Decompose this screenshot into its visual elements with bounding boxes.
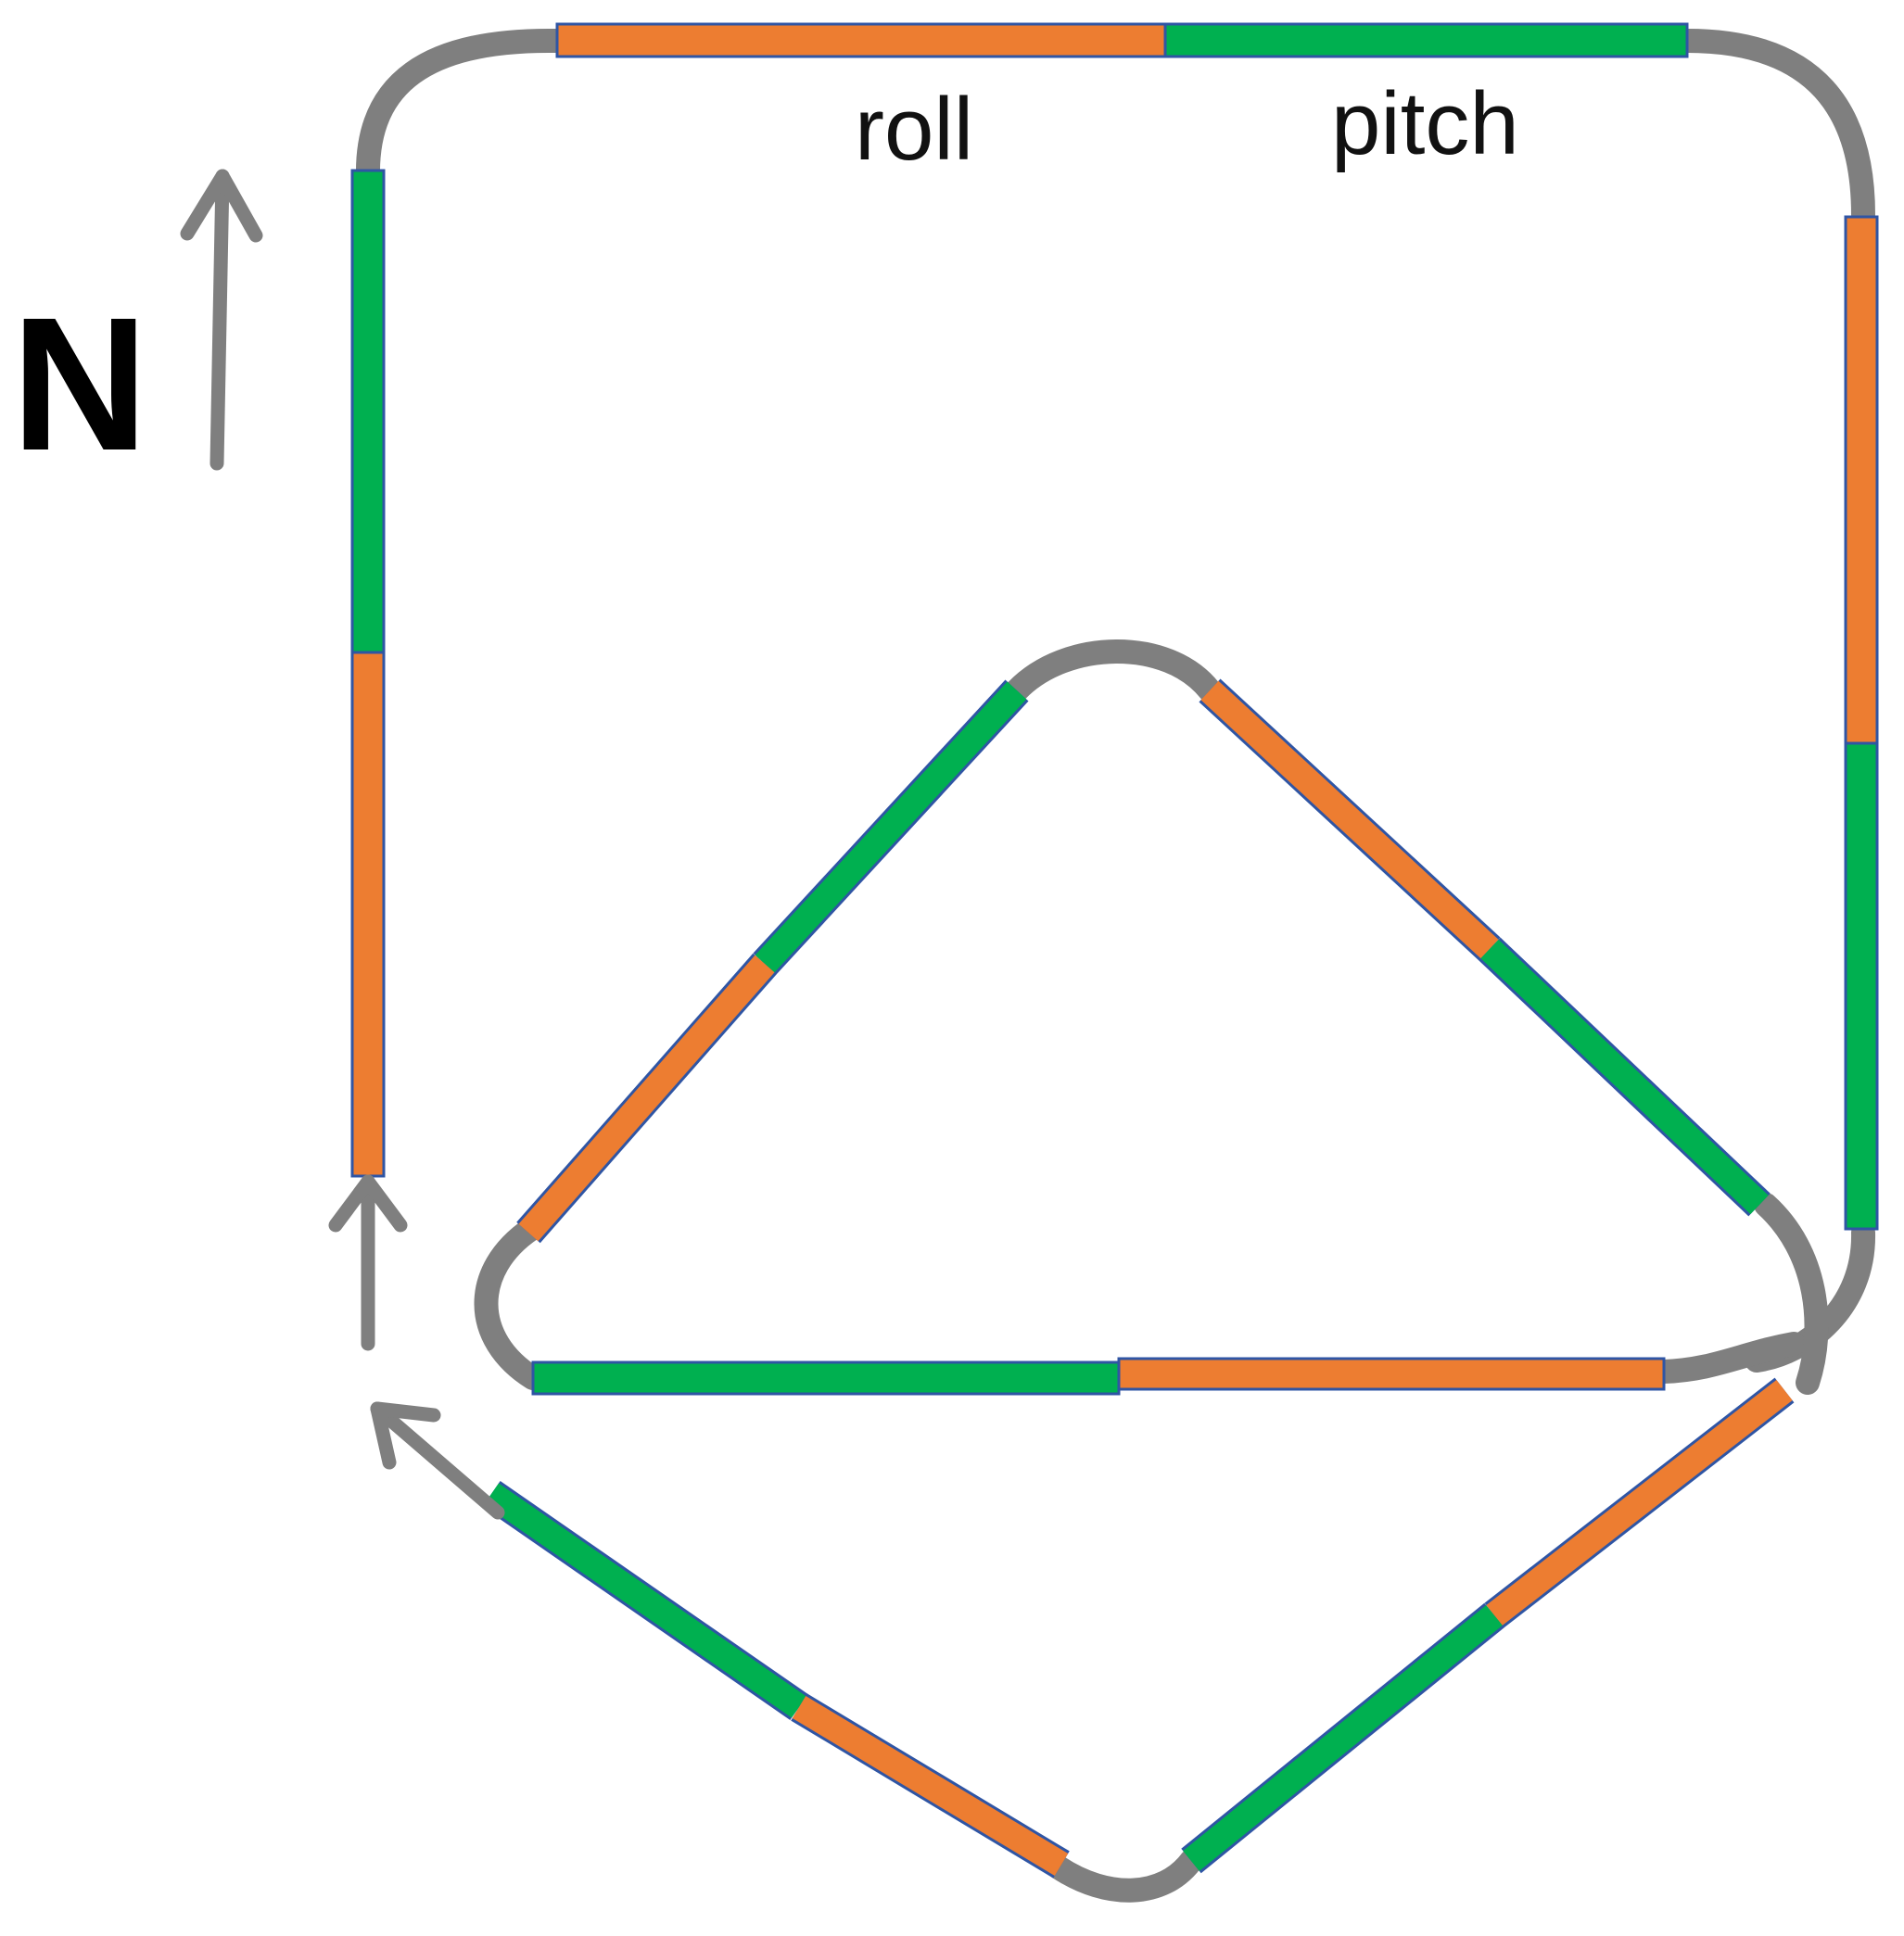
segment-pitch: [531, 1360, 1121, 1396]
direction-arrow-icon: [328, 1174, 408, 1351]
turn-arc-triangle-right: [1754, 1193, 1829, 1395]
segment-pitch-fill: [755, 681, 1027, 973]
segment-roll-fill: [1486, 1379, 1793, 1626]
segment-pitch-fill: [1480, 939, 1769, 1215]
segment-roll: [555, 22, 1167, 58]
pitch-label: pitch: [1331, 74, 1519, 173]
roll-label: roll: [855, 80, 973, 179]
diamond-loop: [482, 1377, 1795, 1879]
turn-arc-triangle-left: [474, 1217, 545, 1390]
segment-pitch-fill: [484, 1483, 806, 1718]
turn-arc-triangle-top: [1005, 639, 1222, 702]
north-label: N: [11, 278, 148, 490]
outer-loop: [350, 22, 1879, 1231]
segment-roll: [1844, 215, 1879, 745]
segment-pitch: [1163, 22, 1689, 58]
segment-pitch: [350, 169, 386, 654]
turn-arc-right-crossing: [1652, 1332, 1806, 1384]
segment-roll-fill: [1200, 680, 1499, 959]
segment-roll-fill: [518, 955, 775, 1242]
triangle-loop: [516, 678, 1771, 1396]
north-arrow-icon: [180, 169, 263, 471]
turn-arc-top-right: [1675, 29, 1875, 227]
turn-arc-top-left: [355, 28, 568, 188]
direction-arrow-icon: [370, 1401, 505, 1520]
turn-arc-diamond-bottom: [1047, 1849, 1203, 1903]
segment-pitch: [1844, 741, 1879, 1231]
segment-pitch-fill: [1183, 1605, 1503, 1871]
segment-roll-fill: [792, 1695, 1069, 1877]
turn-arcs: [355, 28, 1876, 1903]
segment-roll: [350, 651, 386, 1178]
segment-roll: [1117, 1357, 1666, 1391]
